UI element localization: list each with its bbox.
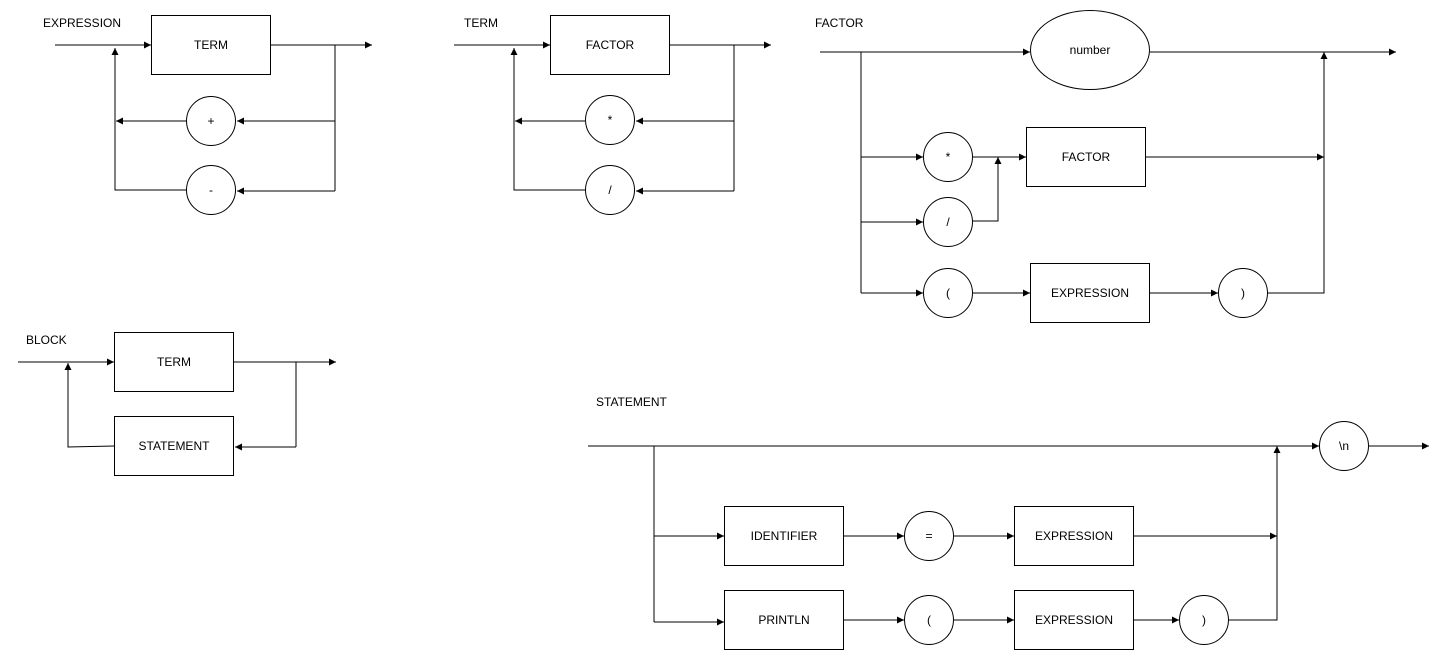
factor-expression-box: EXPRESSION (1030, 263, 1150, 323)
factor-title: FACTOR (815, 16, 864, 30)
edge (510, 48, 585, 191)
term-title: TERM (464, 16, 498, 30)
statement-println-box: PRINTLN (724, 590, 844, 650)
edge (1268, 52, 1328, 294)
term-times-circle: * (585, 95, 635, 145)
edge (1229, 446, 1281, 621)
term-factor-box: FACTOR (550, 15, 670, 75)
statement-expression-box-2: EXPRESSION (1014, 590, 1134, 650)
factor-factor-box: FACTOR (1026, 127, 1146, 187)
edge (64, 363, 115, 448)
expression-term-box: TERM (151, 15, 271, 75)
edge (973, 157, 1002, 222)
expression-title: EXPRESSION (43, 16, 122, 30)
statement-identifier-box: IDENTIFIER (724, 506, 844, 566)
block-term-box: TERM (114, 332, 234, 392)
statement-newline-circle: \n (1319, 421, 1369, 471)
factor-lparen-circle: ( (923, 268, 973, 318)
factor-number-ellipse: number (1030, 10, 1150, 90)
factor-times-circle: * (923, 132, 973, 182)
factor-divide-circle: / (923, 197, 973, 247)
statement-lparen-circle: ( (904, 595, 954, 645)
block-title: BLOCK (26, 333, 67, 347)
statement-rparen-circle: ) (1179, 595, 1229, 645)
statement-title: STATEMENT (596, 395, 667, 409)
term-divide-circle: / (585, 165, 635, 215)
statement-expression-box-1: EXPRESSION (1014, 506, 1134, 566)
edge (111, 48, 186, 191)
statement-equals-circle: = (904, 511, 954, 561)
expression-minus-circle: - (186, 165, 236, 215)
block-statement-box: STATEMENT (114, 416, 234, 476)
factor-rparen-circle: ) (1218, 268, 1268, 318)
expression-plus-circle: + (186, 96, 236, 146)
